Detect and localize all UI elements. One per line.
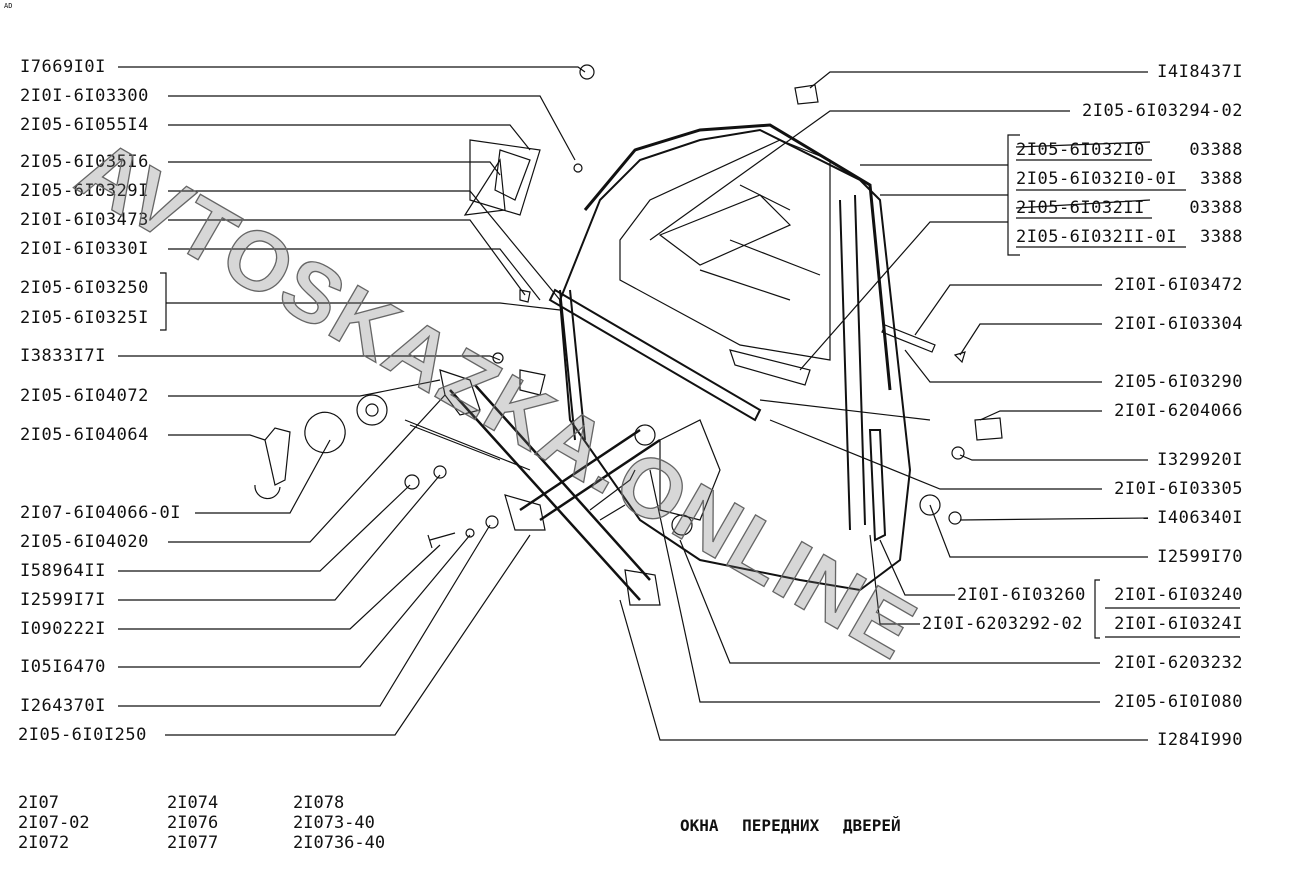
- part-label: I284I990: [1157, 730, 1243, 750]
- part-label: 2I0I-6I03305: [1114, 479, 1243, 499]
- part-label: 2I0I-6I0330I: [20, 239, 149, 259]
- part-label: 2I05-6I03290: [1114, 372, 1243, 392]
- diagram-title: ОКНА ПЕРЕДНИХ ДВЕРЕЙ: [680, 816, 901, 835]
- part-label: 2I05-6I04072: [20, 386, 149, 406]
- part-label: I3833I7I: [20, 346, 106, 366]
- part-label: 2I05-6I03250: [20, 278, 149, 298]
- part-label: 2I05-6I0I080: [1114, 692, 1243, 712]
- part-label: 2I0I-6204066: [1114, 401, 1243, 421]
- model-column: 2I07 2I07-02 2I072: [18, 793, 90, 853]
- part-label: I58964II: [20, 561, 106, 581]
- glass-part-code: 3388: [1200, 169, 1243, 189]
- model-code: 2I07: [18, 793, 59, 813]
- glass-part-code: 3388: [1200, 227, 1243, 247]
- part-label: 2I0I-6I03473: [20, 210, 149, 230]
- part-label: 2I05-6I055I4: [20, 115, 149, 135]
- part-label: I2599I7I: [20, 590, 106, 610]
- part-label: 2I05-6I0325I: [20, 308, 149, 328]
- glass-part-label: 2I05-6I032II: [1016, 198, 1145, 218]
- model-code: 2I0736-40: [293, 833, 386, 853]
- door-drawing: [254, 64, 1003, 606]
- part-label: I2599I70: [1157, 547, 1243, 567]
- glass-part-code: 03388: [1189, 198, 1243, 218]
- glass-part-label: 2I05-6I032I0-0I: [1016, 169, 1178, 189]
- part-label: 2I05-6I035I6: [20, 152, 149, 172]
- part-label: 2I05-6I03294-02: [1081, 101, 1243, 121]
- model-column: 2I074 2I076 2I077: [167, 793, 218, 853]
- right-leader-lines: [619, 71, 1240, 741]
- part-label: I05I6470: [20, 657, 106, 677]
- part-label: 2I0I-6203292-02: [922, 614, 1084, 634]
- glass-part-label: 2I05-6I032II-0I: [1016, 227, 1178, 247]
- part-label: I090222I: [20, 619, 106, 639]
- part-label: 2I0I-6I0324I: [1114, 614, 1243, 634]
- part-label: I7669I0I: [20, 57, 106, 77]
- part-label: 2I0I-6I03300: [20, 86, 149, 106]
- part-label: I4I8437I: [1157, 62, 1243, 82]
- part-label: 2I05-6I0I250: [18, 725, 147, 745]
- part-label: 2I05-6I04064: [20, 425, 149, 445]
- model-code: 2I076: [167, 813, 219, 833]
- part-label: I264370I: [20, 696, 106, 716]
- part-label: 2I05-6I04020: [20, 532, 149, 552]
- part-label: 2I0I-6I03304: [1114, 314, 1243, 334]
- left-leader-lines: [118, 66, 586, 736]
- model-code: 2I07-02: [18, 813, 90, 833]
- part-label: 2I05-6I0329I: [20, 181, 149, 201]
- model-column: 2I078 2I073-40 2I0736-40: [293, 793, 385, 853]
- model-code: 2I078: [293, 793, 345, 813]
- glass-part-code: 03388: [1189, 140, 1243, 160]
- model-code: 2I073-40: [293, 813, 375, 833]
- part-label: 2I0I-6203232: [1114, 653, 1243, 673]
- part-label: 2I0I-6I03240: [1114, 585, 1243, 605]
- part-label: 2I0I-6I03472: [1114, 275, 1243, 295]
- model-code: 2I074: [167, 793, 219, 813]
- part-label: 2I07-6I04066-0I: [20, 503, 182, 523]
- part-label: 2I0I-6I03260: [957, 585, 1086, 605]
- model-code: 2I077: [167, 833, 219, 853]
- part-label: I406340I: [1157, 508, 1243, 528]
- part-label: I329920I: [1157, 450, 1243, 470]
- model-code: 2I072: [18, 833, 70, 853]
- corner-mark: AD: [4, 2, 13, 10]
